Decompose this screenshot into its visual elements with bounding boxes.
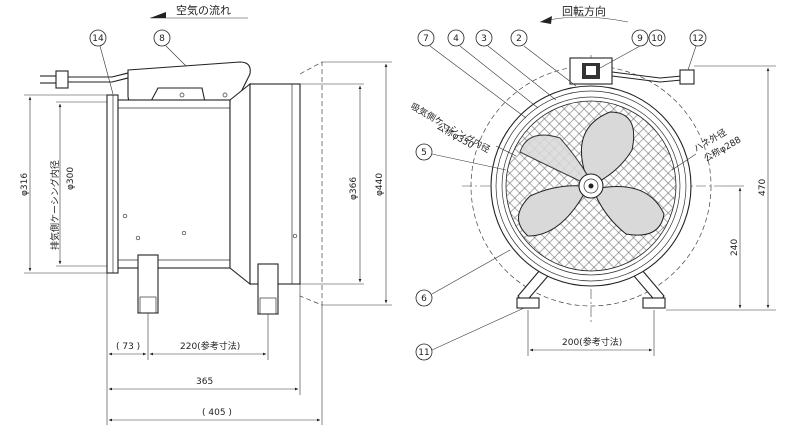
rotation-label: 回転方向 (562, 4, 606, 18)
svg-text:( 73 ): ( 73 ) (116, 342, 140, 352)
svg-text:2: 2 (516, 34, 522, 44)
svg-text:5: 5 (421, 148, 427, 158)
svg-text:14: 14 (92, 34, 104, 44)
svg-text:φ366: φ366 (349, 177, 359, 200)
fan-blades (518, 111, 665, 237)
svg-text:10: 10 (651, 34, 663, 44)
switch-box (569, 57, 695, 85)
svg-text:( 405 ): ( 405 ) (202, 408, 232, 418)
svg-text:8: 8 (159, 34, 165, 44)
foot-span-dim: 200(参考寸法) (527, 310, 655, 356)
svg-text:220(参考寸法): 220(参考寸法) (180, 340, 240, 352)
svg-text:6: 6 (421, 294, 427, 304)
svg-text:240: 240 (730, 239, 740, 256)
length-dims: ( 73 ) 220(参考寸法) 365 ( 405 ) (106, 273, 323, 425)
svg-text:365: 365 (196, 377, 213, 387)
exhaust-ring (106, 94, 119, 274)
svg-text:φ300: φ300 (66, 167, 76, 190)
svg-text:3: 3 (481, 34, 487, 44)
svg-text:φ316: φ316 (20, 173, 30, 196)
svg-text:7: 7 (423, 34, 429, 44)
svg-text:9: 9 (637, 34, 643, 44)
front-callouts: 7 4 3 2 9 10 12 5 6 11 (415, 29, 707, 361)
svg-text:φ440: φ440 (375, 173, 385, 196)
side-callouts: 14 8 (89, 29, 187, 95)
svg-text:200(参考寸法): 200(参考寸法) (562, 336, 622, 348)
intake-dims: φ366 φ440 (300, 61, 392, 306)
intake-casing (249, 83, 301, 285)
side-view: 空気の流れ (20, 3, 392, 425)
exhaust-dims: φ316 φ300 排気側ケーシング内径 (20, 94, 107, 274)
rotation-arrow: 回転方向 (539, 4, 629, 24)
front-view: 回転方向 (409, 4, 776, 361)
airflow-label: 空気の流れ (176, 3, 231, 17)
svg-text:12: 12 (692, 34, 703, 44)
airflow-arrow: 空気の流れ (150, 3, 248, 19)
svg-text:470: 470 (758, 179, 768, 196)
svg-text:11: 11 (418, 348, 429, 358)
casing-body (117, 99, 231, 269)
carry-handle (127, 61, 251, 104)
power-cord (40, 69, 141, 89)
exhaust-casing-label: 排気側ケーシング内径 (49, 160, 61, 250)
svg-text:4: 4 (453, 34, 459, 44)
height-dims: 470 240 (666, 65, 776, 311)
